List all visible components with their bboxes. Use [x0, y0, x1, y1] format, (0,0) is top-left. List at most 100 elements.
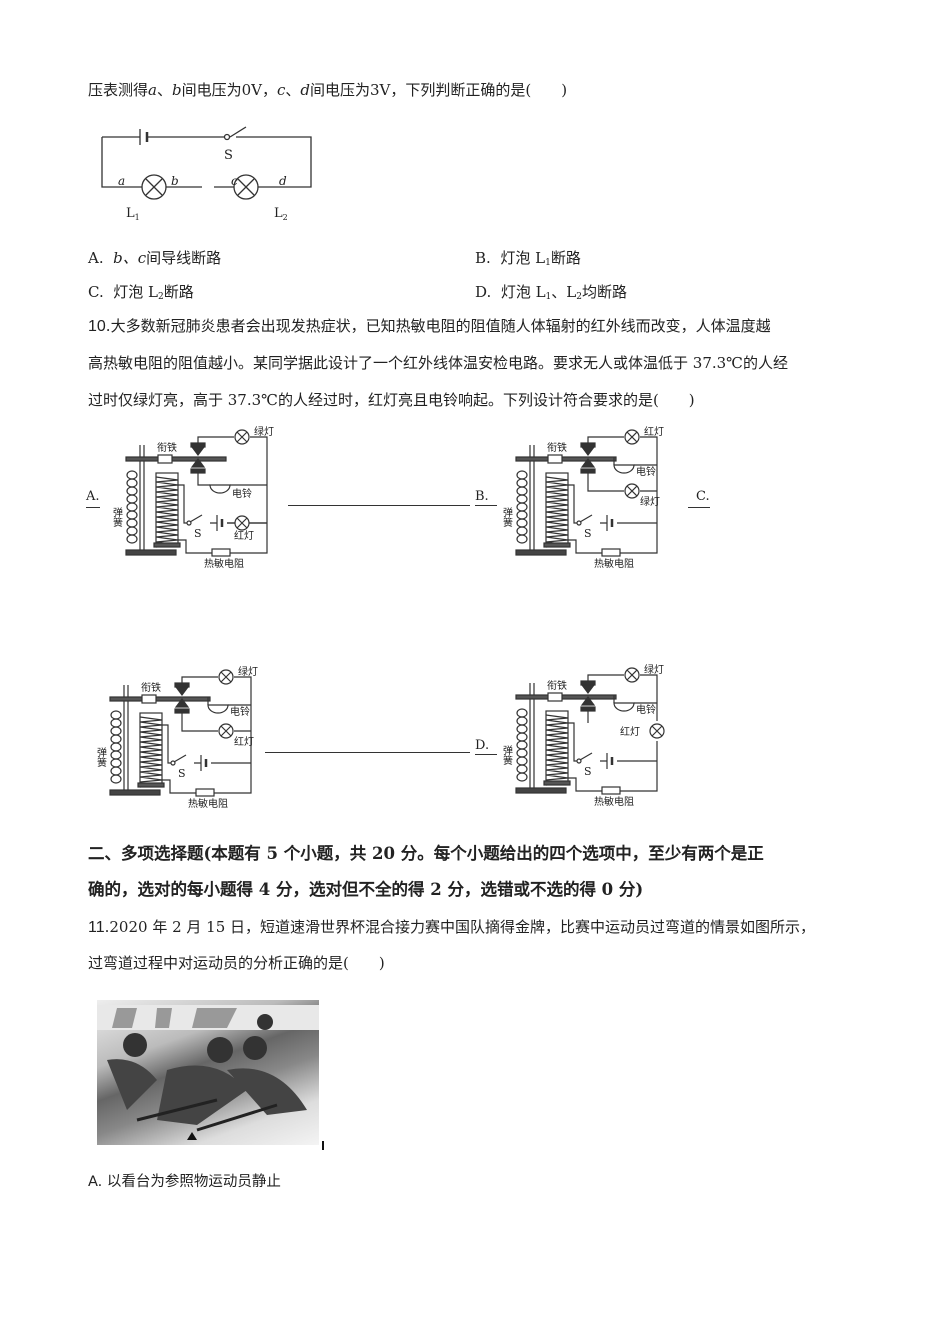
spring-coil	[516, 716, 528, 726]
q10-option-c-label[interactable]: C.	[688, 487, 710, 508]
lamp-cross	[220, 671, 232, 683]
upper-contact	[174, 682, 190, 688]
switch-label: S	[224, 148, 233, 163]
red-lamp-label: 红灯	[234, 529, 254, 542]
thermistor	[601, 786, 621, 795]
armature-block	[157, 454, 173, 464]
image-mark	[322, 1141, 324, 1150]
speed-skating-photo	[97, 1000, 319, 1145]
lamp-cross	[651, 725, 663, 737]
spring-coil	[516, 772, 528, 782]
option-letter: A.	[88, 249, 104, 267]
relay-drawing	[125, 429, 268, 557]
q9-option-c[interactable]: C. 灯泡 L2断路	[88, 282, 194, 307]
question-number: 10	[88, 318, 106, 335]
coil-base	[137, 782, 165, 788]
green-lamp-label: 绿灯	[238, 665, 258, 678]
support-post	[529, 445, 535, 550]
bell-label: 电铃	[636, 703, 656, 716]
spring-coil	[516, 494, 528, 504]
thermistor-label: 热敏电阻	[188, 797, 228, 810]
spring-coil	[110, 758, 122, 768]
q10-stem-line: 高热敏电阻的阻值越小。某同学据此设计了一个红外线体温安检电路。要求无人或体温低于…	[88, 354, 788, 372]
q10-option-b-label[interactable]: B.	[475, 489, 489, 504]
red-lamp-label: 红灯	[234, 735, 254, 748]
point-c: c	[276, 81, 286, 99]
wires	[568, 674, 658, 792]
spring-coil	[516, 764, 528, 774]
spring-coil	[110, 750, 122, 760]
armature-bar	[515, 694, 617, 700]
base-plate	[109, 789, 161, 796]
spring-coil	[516, 470, 528, 480]
spring-label: 弹簧	[501, 744, 513, 766]
point-d-label: d	[279, 174, 287, 188]
thermistor-label: 热敏电阻	[204, 557, 244, 570]
lower-contact	[190, 468, 206, 474]
armature-label: 衔铁	[157, 441, 177, 454]
bell-label: 电铃	[230, 705, 250, 718]
spring-coil	[126, 486, 138, 496]
l2-label: L2	[274, 206, 288, 222]
lower-contact	[580, 468, 596, 474]
wires	[587, 695, 657, 723]
spring-coil	[516, 518, 528, 528]
spring-coil	[126, 494, 138, 504]
thermistor	[601, 548, 621, 557]
lamp-cross	[626, 485, 638, 497]
base-plate	[515, 787, 567, 794]
divider-line	[265, 752, 470, 753]
switch-label: S	[584, 527, 592, 540]
option-text: b、c	[113, 249, 147, 267]
wires	[197, 473, 267, 486]
q9-option-a[interactable]: A. b、c间导线断路	[88, 248, 221, 268]
base-plate	[125, 549, 177, 556]
wires	[178, 436, 268, 554]
switch-blade	[189, 514, 203, 523]
armature-bar	[109, 696, 211, 702]
spring-coil	[110, 774, 122, 784]
armature-bar	[515, 456, 617, 462]
q11-option-a[interactable]: A. 以看台为参照物运动员静止	[88, 1174, 281, 1190]
coil-base	[153, 542, 181, 548]
q10-option-d-label[interactable]: D.	[475, 738, 490, 753]
bell-label: 电铃	[232, 487, 252, 500]
coil-winding	[139, 716, 163, 788]
spring-coil	[516, 486, 528, 496]
spring-coil	[516, 740, 528, 750]
bell-icon	[209, 484, 231, 494]
q11-stem-line: 过弯道过程中对运动员的分析正确的是( )	[88, 954, 385, 972]
green-lamp-label: 绿灯	[640, 495, 660, 508]
lower-contact	[174, 708, 190, 714]
option-text: 灯泡 L	[500, 249, 546, 267]
spring-coil	[110, 766, 122, 776]
green-lamp-label: 绿灯	[644, 663, 664, 676]
switch-blade	[173, 754, 187, 763]
q10-stem-line: 10.大多数新冠肺炎患者会出现发热症状，已知热敏电阻的阻值随人体辐射的红外线而改…	[88, 316, 771, 337]
armature-label: 衔铁	[547, 679, 567, 692]
armature-block	[547, 692, 563, 702]
relay-drawing	[515, 429, 658, 557]
q10-option-a-label[interactable]: A.	[86, 487, 100, 508]
switch-blade	[579, 752, 593, 761]
spring-coil	[110, 734, 122, 744]
l1-label: L1	[126, 206, 140, 222]
upper-contact	[190, 442, 206, 448]
point-d: d	[300, 81, 311, 99]
option-letter: C.	[88, 283, 104, 301]
option-text: 、L	[551, 283, 577, 301]
point-b-label: b	[171, 174, 179, 188]
spring-coil	[126, 510, 138, 520]
q9-option-b[interactable]: B. 灯泡 L1断路	[475, 248, 581, 273]
subscript: 2	[158, 292, 164, 302]
thermistor-label: 热敏电阻	[594, 795, 634, 808]
bell-icon	[207, 704, 229, 714]
q11-stem-line: 11.2020 年 2 月 15 日，短道速滑世界杯混合接力赛中国队摘得金牌，比…	[88, 917, 815, 938]
thermistor	[211, 548, 231, 557]
q9-option-d[interactable]: D. 灯泡 L1、L2均断路	[475, 282, 627, 307]
coil-winding	[155, 476, 179, 548]
q9-stem: 压表测得a、b间电压为0V，c、d间电压为3V，下列判断正确的是( )	[88, 80, 567, 100]
spring-coil	[110, 742, 122, 752]
